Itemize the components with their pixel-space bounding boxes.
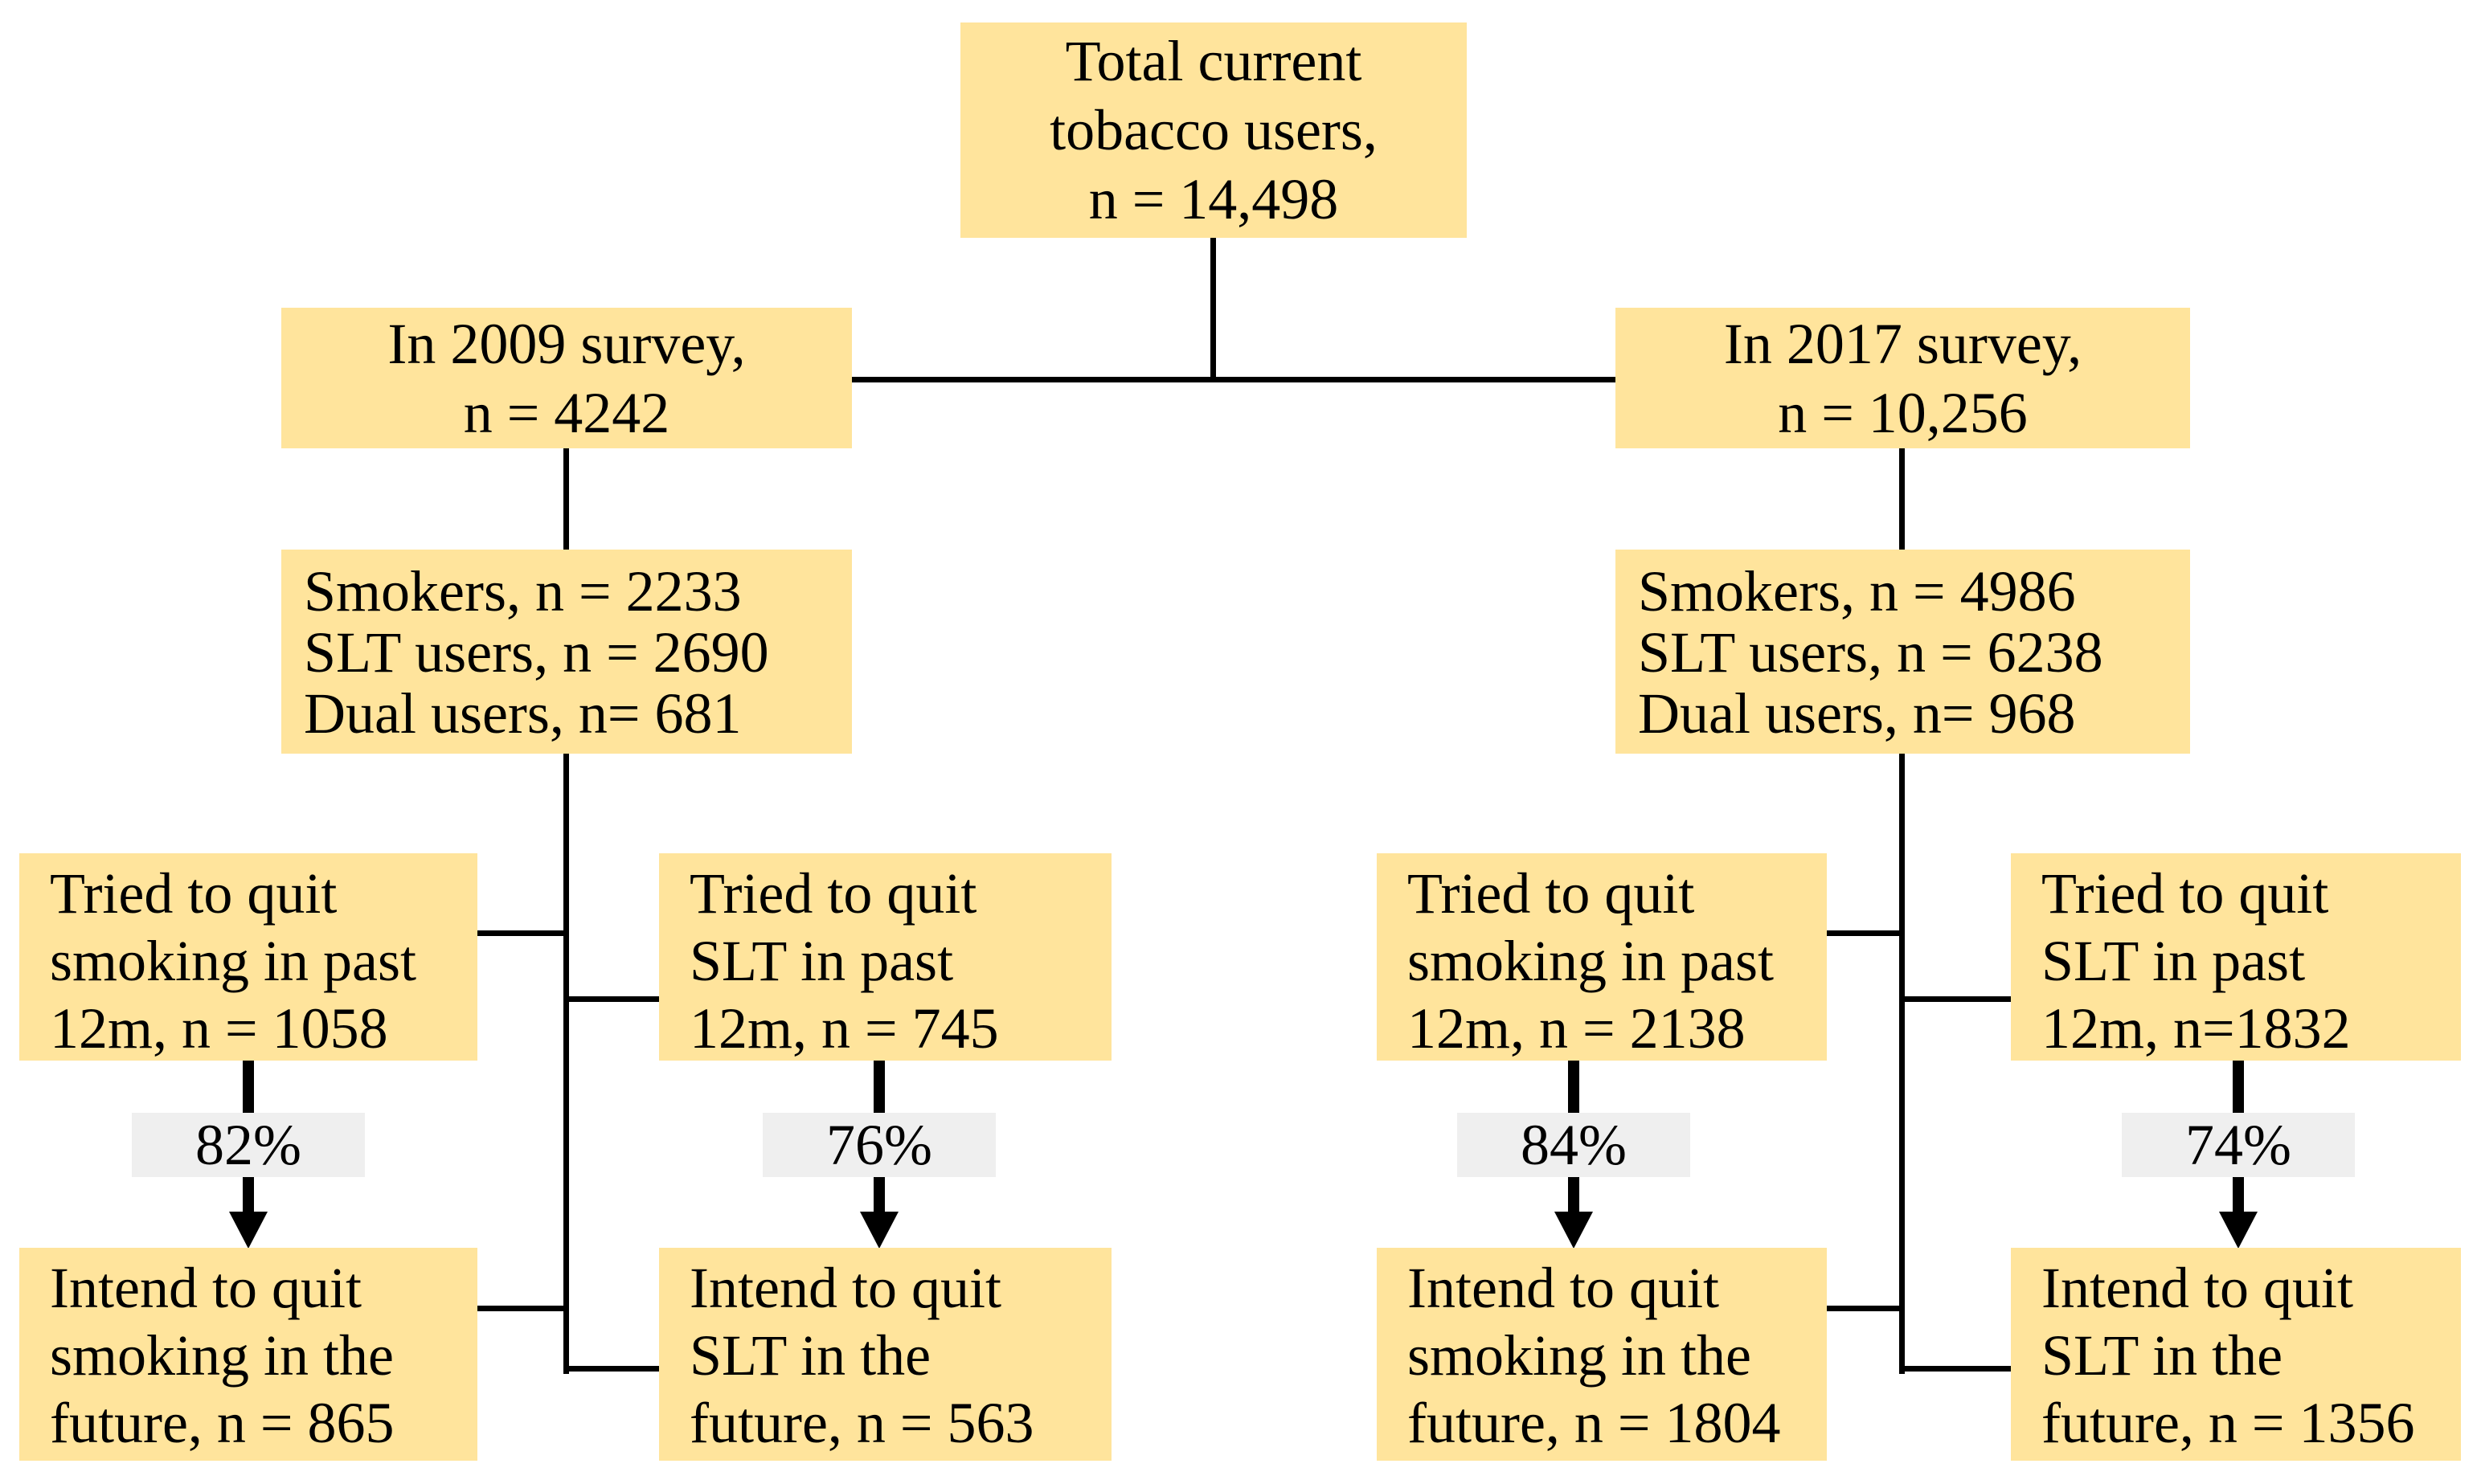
- node-text-line: 12m, n=1832: [2041, 996, 2351, 1061]
- node-groups-2009: Smokers, n = 2233 SLT users, n = 2690 Du…: [281, 550, 852, 754]
- node-text-line: SLT users, n = 2690: [304, 620, 769, 685]
- node-text-line: Tried to quit: [2041, 861, 2329, 926]
- node-text-line: Dual users, n= 681: [304, 681, 742, 746]
- node-text-line: n = 4242: [463, 380, 670, 445]
- percent-quit-slt-2009: 76%: [763, 1113, 996, 1177]
- branch-2009-intend-slt: [569, 1366, 659, 1372]
- node-text-line: Smokers, n = 2233: [304, 559, 742, 623]
- node-text-line: Tried to quit: [690, 861, 977, 926]
- node-text-line: smoking in past: [1407, 929, 1775, 993]
- node-text-line: SLT in the: [2041, 1323, 2283, 1388]
- node-survey-2017: In 2017 survey, n = 10,256: [1615, 308, 2190, 448]
- down-arrow-icon: [229, 1212, 268, 1249]
- node-text-line: 12m, n = 1058: [50, 996, 388, 1061]
- node-text-line: In 2009 survey,: [387, 311, 746, 376]
- node-text-line: SLT in past: [2041, 929, 2306, 993]
- node-text-line: n = 14,498: [1088, 167, 1339, 231]
- node-text-line: smoking in past: [50, 929, 417, 993]
- node-text-line: SLT users, n = 6238: [1638, 620, 2103, 685]
- node-tried-quit-smoking-2009: Tried to quit smoking in past 12m, n = 1…: [19, 853, 477, 1061]
- node-text-line: SLT in past: [690, 929, 954, 993]
- node-intend-quit-smoking-2009: Intend to quit smoking in the future, n …: [19, 1248, 477, 1461]
- branch-2009-intend-smoking: [477, 1306, 569, 1311]
- branch-2017-intend-smoking: [1827, 1306, 1902, 1311]
- node-tried-quit-slt-2009: Tried to quit SLT in past 12m, n = 745: [659, 853, 1112, 1061]
- trunk-2009: [563, 754, 569, 1374]
- node-text-line: smoking in the: [50, 1323, 394, 1388]
- node-total-tobacco-users: Total current tobacco users, n = 14,498: [960, 22, 1467, 238]
- node-text-line: Tried to quit: [50, 861, 338, 926]
- node-intend-quit-slt-2017: Intend to quit SLT in the future, n = 13…: [2011, 1248, 2461, 1461]
- branch-2017-tried-smoking: [1827, 930, 1902, 936]
- node-text-line: Intend to quit: [50, 1256, 362, 1320]
- percent-quit-smoking-2017: 84%: [1457, 1113, 1690, 1177]
- connector-total-down: [1210, 237, 1216, 382]
- connector-top-horizontal: [852, 377, 1623, 382]
- branch-2017-intend-slt: [1902, 1366, 2011, 1372]
- node-text-line: In 2017 survey,: [1723, 311, 2082, 376]
- node-intend-quit-smoking-2017: Intend to quit smoking in the future, n …: [1377, 1248, 1827, 1461]
- node-text-line: Tried to quit: [1407, 861, 1695, 926]
- node-text-line: SLT in the: [690, 1323, 931, 1388]
- node-text-line: smoking in the: [1407, 1323, 1751, 1388]
- node-text-line: 12m, n = 745: [690, 996, 999, 1061]
- node-survey-2009: In 2009 survey, n = 4242: [281, 308, 852, 448]
- percent-quit-smoking-2009: 82%: [132, 1113, 365, 1177]
- node-text-line: n = 10,256: [1778, 380, 2028, 445]
- node-groups-2017: Smokers, n = 4986 SLT users, n = 6238 Du…: [1615, 550, 2190, 754]
- connector-2017-down: [1899, 448, 1905, 550]
- branch-2009-tried-slt: [569, 996, 659, 1002]
- node-text-line: 12m, n = 2138: [1407, 996, 1746, 1061]
- node-text-line: future, n = 1356: [2041, 1391, 2415, 1455]
- connector-2009-down: [563, 448, 569, 550]
- branch-2009-tried-smoking: [477, 930, 569, 936]
- node-text-line: Intend to quit: [1407, 1256, 1719, 1320]
- node-text-line: Dual users, n= 968: [1638, 681, 2076, 746]
- node-text-line: Total current: [1065, 29, 1362, 93]
- down-arrow-icon: [860, 1212, 899, 1249]
- node-text-line: future, n = 563: [690, 1391, 1034, 1455]
- node-tried-quit-smoking-2017: Tried to quit smoking in past 12m, n = 2…: [1377, 853, 1827, 1061]
- node-text-line: tobacco users,: [1050, 98, 1378, 162]
- trunk-2017: [1899, 754, 1905, 1374]
- node-text-line: Intend to quit: [690, 1256, 1001, 1320]
- branch-2017-tried-slt: [1902, 996, 2011, 1002]
- node-text-line: future, n = 1804: [1407, 1391, 1781, 1455]
- down-arrow-icon: [1554, 1212, 1593, 1249]
- node-text-line: Intend to quit: [2041, 1256, 2353, 1320]
- down-arrow-icon: [2219, 1212, 2258, 1249]
- node-intend-quit-slt-2009: Intend to quit SLT in the future, n = 56…: [659, 1248, 1112, 1461]
- node-text-line: future, n = 865: [50, 1391, 395, 1455]
- node-text-line: Smokers, n = 4986: [1638, 559, 2076, 623]
- node-tried-quit-slt-2017: Tried to quit SLT in past 12m, n=1832: [2011, 853, 2461, 1061]
- percent-quit-slt-2017: 74%: [2122, 1113, 2355, 1177]
